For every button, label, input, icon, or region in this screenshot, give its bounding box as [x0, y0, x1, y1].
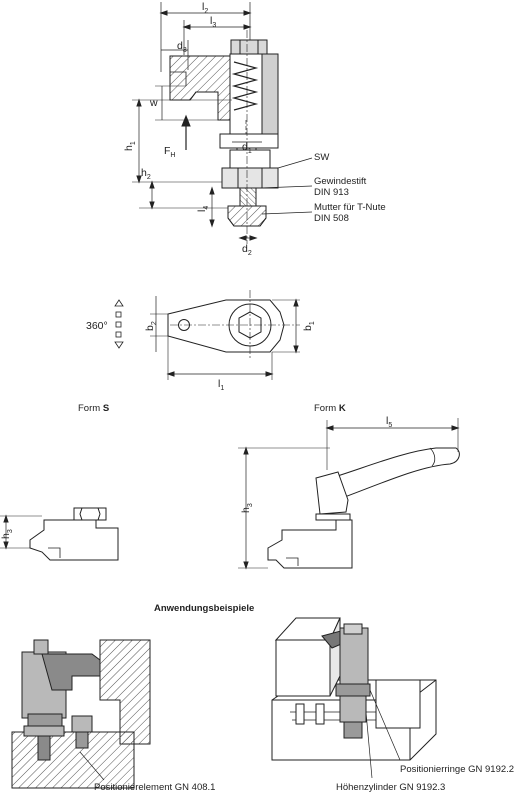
- callout-sw: SW: [314, 152, 329, 163]
- dim-l3: l3: [210, 15, 216, 29]
- dim-l4: l4: [196, 206, 210, 212]
- rotation-label: 360°: [86, 320, 108, 332]
- dim-d3: d3: [177, 40, 187, 54]
- label-positionierringe: Positionierringe GN 9192.2: [400, 764, 514, 775]
- dim-l1: l1: [218, 378, 224, 392]
- plan-view: [114, 290, 300, 380]
- label-hoehenzylinder: Höhenzylinder GN 9192.3: [336, 782, 445, 793]
- force-fh: FH: [164, 145, 175, 159]
- applications-heading: Anwendungsbeispiele: [154, 603, 254, 614]
- form-k-label: Form K: [314, 403, 346, 414]
- dim-h3-s: h3: [0, 529, 14, 539]
- form-k-drawing: [238, 418, 460, 570]
- form-s-drawing: [0, 507, 119, 561]
- dim-w: w: [149, 97, 158, 109]
- callout-gewindestift-2: DIN 913: [314, 187, 349, 198]
- dim-b2: b2: [144, 321, 158, 331]
- callout-gewindestift-1: Gewindestift: [314, 176, 367, 187]
- callout-mutter-1: Mutter für T-Nute: [314, 202, 386, 213]
- form-s-label: Form S: [78, 403, 109, 414]
- application-right: [271, 617, 437, 779]
- dim-l5: l5: [386, 415, 392, 429]
- label-positionierelement: Positionierelement GN 408.1: [94, 782, 215, 793]
- sectional-view: [132, 2, 313, 244]
- dim-h1: h1: [123, 141, 137, 151]
- callout-mutter-2: DIN 508: [314, 213, 349, 224]
- dim-b1: b1: [302, 321, 316, 331]
- dim-h3-k: h3: [240, 503, 254, 513]
- application-left: [11, 639, 151, 789]
- dim-d2: d2: [242, 243, 252, 257]
- dim-d1: d1: [242, 141, 252, 155]
- dim-h2: h2: [141, 167, 151, 181]
- dim-l2: l2: [202, 1, 208, 15]
